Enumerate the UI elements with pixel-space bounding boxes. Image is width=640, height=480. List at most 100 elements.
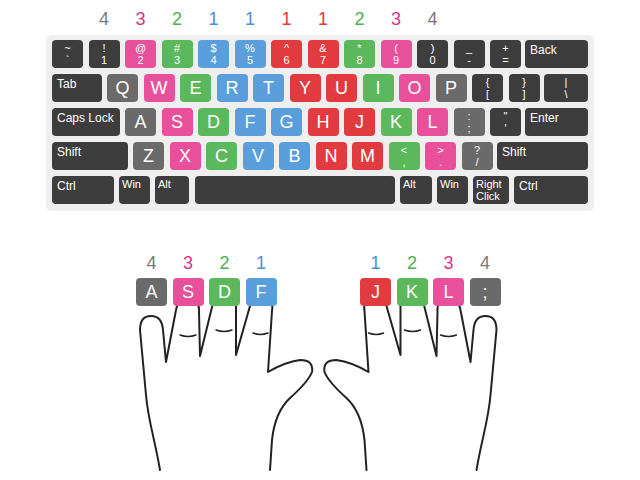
keyboard-key: Enter	[525, 108, 588, 136]
key-label: ]	[509, 88, 540, 100]
keyboard-key: +=	[490, 40, 521, 68]
keyboard-key: #3	[162, 40, 193, 68]
keyboard-key: Win	[437, 176, 468, 204]
key-label: .	[425, 156, 456, 168]
key-label: T	[253, 74, 284, 102]
key-label: W	[144, 74, 175, 102]
keyboard-key: ~`	[52, 40, 83, 68]
keyboard-key: Shift	[497, 142, 588, 170]
key-label: 0	[417, 54, 448, 66]
keyboard-key: G	[271, 108, 302, 136]
key-label: Alt	[158, 178, 186, 190]
key-label: -	[454, 54, 485, 66]
key-label: `	[52, 54, 83, 66]
finger-number: 1	[199, 8, 229, 30]
finger-number: 4	[418, 8, 448, 30]
key-label: Q	[107, 74, 138, 102]
key-label: Right Click	[476, 178, 506, 202]
keyboard-key: J	[360, 278, 391, 306]
finger-number: 2	[397, 252, 427, 274]
keyboard-key: B	[279, 142, 310, 170]
keyboard-key: "'	[490, 108, 521, 136]
key-label: 4	[198, 54, 229, 66]
key-label: Shift	[502, 145, 583, 159]
key-label: Caps Lock	[57, 111, 115, 125]
keyboard-key: L	[433, 278, 464, 306]
key-label: H	[308, 108, 339, 136]
left-hand	[140, 293, 312, 470]
keyboard-key: {[	[472, 74, 503, 102]
key-label: I	[363, 74, 394, 102]
keyboard-key: Q	[107, 74, 138, 102]
key-label: Ctrl	[57, 179, 109, 193]
key-label: ;	[454, 122, 485, 134]
keyboard-key: _-	[454, 40, 485, 68]
key-label: *	[344, 42, 375, 54]
key-label: Win	[122, 178, 147, 190]
keyboard-key: Ctrl	[52, 176, 114, 204]
keyboard-key: @2	[125, 40, 156, 68]
keyboard-key: S	[173, 278, 204, 306]
keyboard-key: *8	[344, 40, 375, 68]
key-label: Tab	[57, 77, 97, 91]
key-label: )	[417, 42, 448, 54]
keyboard-key: E	[180, 74, 211, 102]
key-label: [	[472, 88, 503, 100]
finger-number: 2	[210, 252, 240, 274]
keyboard-key: $4	[198, 40, 229, 68]
keyboard-key: !1	[89, 40, 120, 68]
keyboard-key: ^6	[271, 40, 302, 68]
keyboard-key: J	[344, 108, 375, 136]
key-label: %	[235, 42, 266, 54]
finger-number: 4	[89, 8, 119, 30]
key-label: U	[326, 74, 357, 102]
keyboard-key: Ctrl	[514, 176, 588, 204]
finger-crease	[369, 330, 457, 337]
key-label: R	[217, 74, 248, 102]
keyboard-key: S	[162, 108, 193, 136]
key-label: V	[243, 142, 274, 170]
finger-number: 3	[126, 8, 156, 30]
keyboard-key: Caps Lock	[52, 108, 120, 136]
key-label: J	[360, 278, 391, 306]
finger-number: 1	[361, 252, 391, 274]
finger-number: 1	[308, 8, 338, 30]
key-label: ?	[462, 144, 493, 156]
keyboard-key: O	[399, 74, 430, 102]
key-label: 2	[125, 54, 156, 66]
key-label: S	[173, 278, 204, 306]
key-label: &	[308, 42, 339, 54]
key-label: $	[198, 42, 229, 54]
keyboard-key: Right Click	[473, 176, 509, 204]
key-label: Back	[530, 43, 583, 57]
keyboard-key: >.	[425, 142, 456, 170]
keyboard-key: &7	[308, 40, 339, 68]
finger-number: 3	[381, 8, 411, 30]
keyboard-key: :;	[454, 108, 485, 136]
key-label: E	[180, 74, 211, 102]
key-label: =	[490, 54, 521, 66]
key-label: A	[125, 108, 156, 136]
key-label: "	[490, 110, 521, 122]
key-label: _	[454, 42, 485, 54]
key-label: N	[316, 142, 347, 170]
key-label: 7	[308, 54, 339, 66]
key-label: C	[206, 142, 237, 170]
key-label: B	[279, 142, 310, 170]
keyboard-key: }]	[509, 74, 540, 102]
key-label: K	[381, 108, 412, 136]
finger-number: 4	[470, 252, 500, 274]
finger-number: 3	[173, 252, 203, 274]
keyboard-key: K	[381, 108, 412, 136]
keyboard-key: W	[144, 74, 175, 102]
keyboard-key: (9	[381, 40, 412, 68]
key-label: \	[544, 88, 588, 100]
key-label: D	[209, 278, 240, 306]
finger-number: 3	[434, 252, 464, 274]
keyboard-key: N	[316, 142, 347, 170]
key-label: Enter	[530, 111, 583, 125]
key-label: M	[352, 142, 383, 170]
keyboard-key: |\	[544, 74, 588, 102]
key-label: 5	[235, 54, 266, 66]
keyboard-key: A	[136, 278, 167, 306]
